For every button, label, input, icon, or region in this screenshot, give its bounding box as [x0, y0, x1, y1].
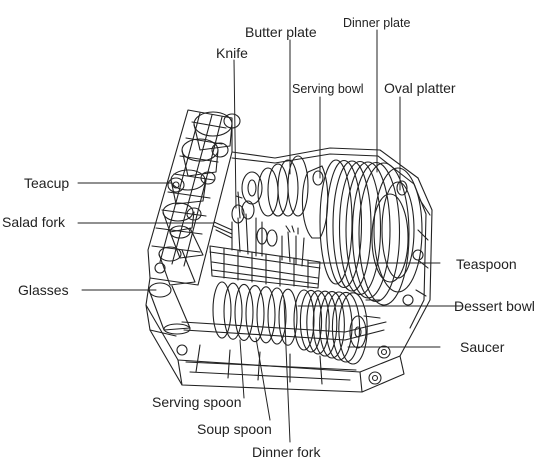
label-serving-bowl: Serving bowl [292, 82, 364, 96]
butter-plates [241, 155, 309, 217]
oval-platter [373, 167, 423, 293]
label-dessert-bowl: Dessert bowl [454, 298, 535, 314]
leader-lines [77, 29, 463, 443]
label-glasses: Glasses [18, 282, 69, 298]
glasses [148, 225, 204, 335]
label-salad-fork: Salad fork [2, 214, 66, 230]
label-saucer: Saucer [460, 339, 505, 355]
label-teacup: Teacup [24, 175, 70, 191]
label-serving-spoon: Serving spoon [152, 394, 242, 410]
dessert-bowls [293, 289, 368, 365]
cutlery-basket [209, 191, 321, 289]
dinner-plates [319, 159, 410, 306]
label-teaspoon: Teaspoon [456, 256, 517, 272]
label-dinner-fork: Dinner fork [252, 444, 321, 460]
label-butter-plate: Butter plate [245, 24, 317, 40]
label-soup-spoon: Soup spoon [197, 421, 272, 437]
front-plates [212, 281, 298, 346]
label-dinner-plate-top: Dinner plate [343, 16, 411, 30]
label-knife: Knife [216, 45, 248, 61]
label-oval-platter: Oval platter [384, 80, 456, 96]
teacups [162, 111, 241, 233]
